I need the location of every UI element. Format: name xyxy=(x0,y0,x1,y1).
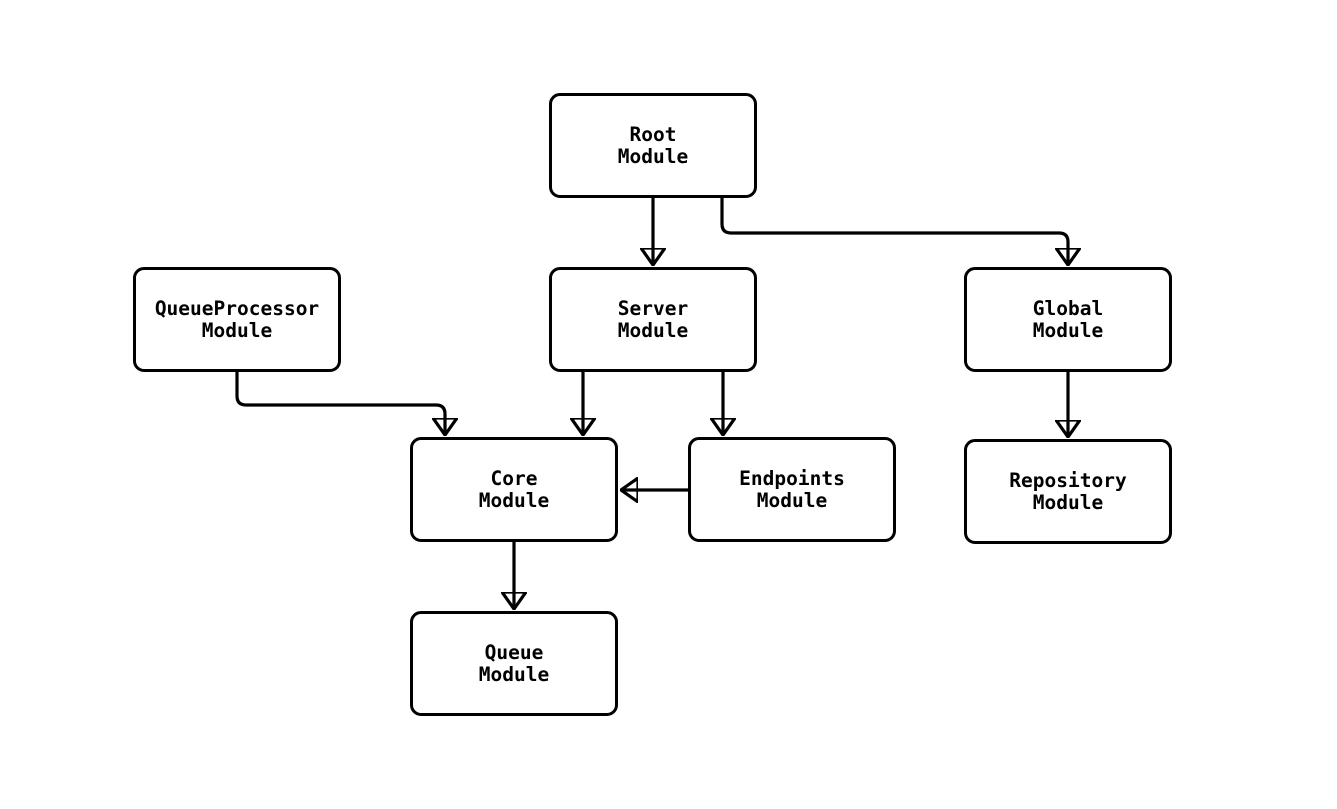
edge-root-to-global xyxy=(720,198,1068,265)
node-repository-module: Repository Module xyxy=(964,439,1172,544)
node-label-line2: Module xyxy=(201,318,273,342)
node-label-line1: Repository xyxy=(1009,468,1127,492)
node-label-line2: Module xyxy=(617,318,689,342)
node-label-line2: Module xyxy=(617,144,689,168)
node-label-line1: Global xyxy=(1032,296,1104,320)
node-core-module: Core Module xyxy=(410,437,618,542)
node-server-module: Server Module xyxy=(549,267,757,372)
node-queueprocessor-module: QueueProcessor Module xyxy=(133,267,341,372)
node-label-line1: Core xyxy=(490,466,538,490)
edge-queueprocessor-to-core xyxy=(235,372,445,435)
node-label-line2: Module xyxy=(478,662,550,686)
node-label-line2: Module xyxy=(756,488,828,512)
node-root-module: Root Module xyxy=(549,93,757,198)
node-label-line2: Module xyxy=(478,488,550,512)
node-label-line1: Queue xyxy=(484,640,544,664)
node-label-line1: Server xyxy=(617,296,689,320)
node-label-line2: Module xyxy=(1032,318,1104,342)
node-queue-module: Queue Module xyxy=(410,611,618,716)
node-endpoints-module: Endpoints Module xyxy=(688,437,896,542)
node-label-line1: Root xyxy=(629,122,677,146)
node-label-line2: Module xyxy=(1032,490,1104,514)
node-label-line1: QueueProcessor xyxy=(154,296,320,320)
node-label-line1: Endpoints xyxy=(739,466,845,490)
node-global-module: Global Module xyxy=(964,267,1172,372)
